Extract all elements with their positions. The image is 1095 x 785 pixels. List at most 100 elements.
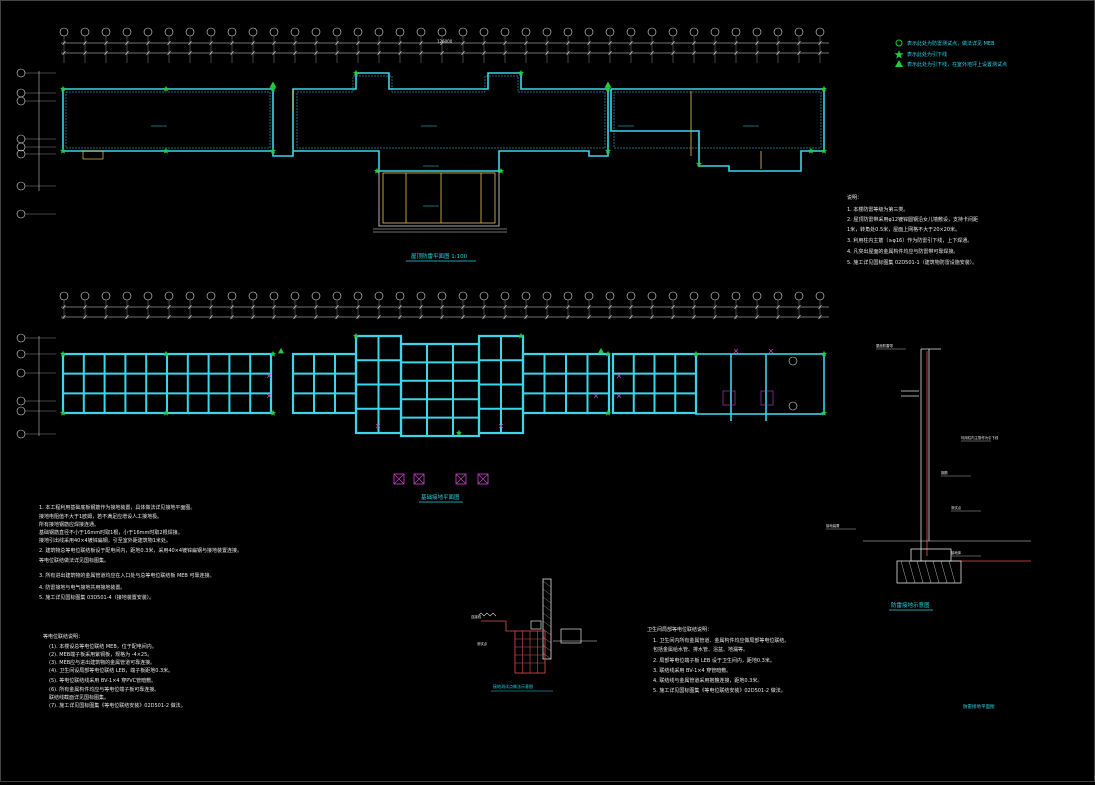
circle-mark [788,401,798,411]
tick [251,40,255,46]
axis-bubble [626,27,636,37]
tick [440,40,444,46]
triangle-icon [895,60,903,67]
beam [695,353,825,415]
tick [104,304,108,310]
tick [125,314,129,320]
axis-bubble [227,27,237,37]
tick [629,50,633,56]
axis-bubble [206,27,216,37]
cross-mark [593,393,599,399]
hatch [542,596,552,604]
cross-mark [477,473,489,485]
cross-mark [616,373,622,379]
hatch [542,612,552,620]
section-title: 防雷接地示意图 [891,601,930,609]
cross-mark [266,373,272,379]
right-note-6: 5. 施工详见国标图集 02D501-1（建筑物防雷设施安装）。 [847,259,977,266]
equipotential-notes: 等电位联结说明： (1). 本楼设总等电位联结 MEB，位于配电间内。 (2).… [43,633,186,709]
tick [83,40,87,46]
axis-bubble [122,27,132,37]
leader-label: 利用柱内主筋作为引下线 [961,435,999,440]
tick [482,314,486,320]
star-icon [353,332,359,339]
tick [545,314,549,320]
axis-bubble [815,291,825,301]
conductor [481,620,515,632]
tick [209,314,213,320]
hatch [542,588,552,596]
left-note-10: 5. 施工详见国标图集 03D501-4（接地装置安装）。 [39,594,154,601]
axis-bubble [395,291,405,301]
legend-box [413,473,425,485]
tick [104,40,108,46]
axis-bubble [185,27,195,37]
foundation-grid [61,334,825,438]
tick [461,314,465,320]
axis-bubble [122,291,132,301]
tick [83,314,87,320]
axis-bubble [101,27,111,37]
tick [608,40,612,46]
triangle-icon [604,81,612,88]
tick [356,50,360,56]
right-note-3: 1米，转角处0.5米，屋面上网格不大于20×20米。 [847,226,960,233]
axis-bubble [143,291,153,301]
tick [566,304,570,310]
hatch [908,560,916,584]
hatch [542,620,552,628]
legend-item-3: 表示此处为引下线，在室外地坪上设置测试点 [907,61,1007,68]
tick [692,50,696,56]
equipotential-heading: 等电位联结说明： [43,633,83,640]
right-note-2: 2. 屋顶防雷带采用φ12镀锌圆钢沿女儿墙敷设，支持卡间距 [847,216,978,223]
axis-bubble [647,27,657,37]
tick [629,304,633,310]
equipotential-note-3: (3). MEB应与进出建筑物的金属管道可靠连接。 [49,659,155,666]
circle-icon [895,39,903,47]
legend-item-1: 表示此处为防雷测试点，做法详见 MEB [907,40,995,47]
axis-bubble [563,291,573,301]
leader-label: 测试点 [951,505,962,510]
star-icon [163,85,169,92]
axis-bubble [290,291,300,301]
leader-label: 接地装置 [826,523,840,528]
hatch [542,580,552,588]
tick [167,50,171,56]
tick [146,50,150,56]
cross-mark [393,473,405,485]
tick [524,304,528,310]
tick [461,304,465,310]
axis-bubble [773,27,783,37]
box-cover [560,628,582,644]
tick [398,40,402,46]
tick [272,50,276,56]
tick [545,40,549,46]
overall-dimension: 126000 [437,39,453,44]
tick [251,50,255,56]
equipotential-note-1: (1). 本楼设总等电位联结 MEB，位于配电间内。 [49,643,157,650]
left-note-6: 2. 建筑物总等电位联结板设于配电间内，距地0.3米，采用40×4镀锌扁钢与接地… [39,547,242,554]
tick [209,50,213,56]
circle-mark [788,356,798,366]
detail-title: 接地测试点做法示意图 [493,683,533,689]
tick [503,40,507,46]
axis-bubble [16,134,26,144]
tick [125,304,129,310]
left-note-3: 所有接地钢筋应焊接连通。 [39,521,99,528]
tick [482,40,486,46]
equipotential-note-5: (5). 等电位联结线采用 BV-1×4 穿PVC管暗敷。 [49,677,156,684]
legend: 表示此处为防雷测试点，做法详见 MEB 表示此处为引下线 表示此处为引下线，在室… [894,39,1007,68]
tick [755,40,759,46]
roof-plan [16,27,829,233]
star-icon [894,50,904,59]
tick [692,304,696,310]
axis-bubble [16,88,26,98]
detail-label: 连接线 [471,614,482,619]
tick [62,314,66,320]
tick [713,50,717,56]
tick [419,314,423,320]
tick [104,314,108,320]
right-note-1: 1. 本楼防雷等级为第三类。 [847,206,908,213]
axis-bubble [794,291,804,301]
